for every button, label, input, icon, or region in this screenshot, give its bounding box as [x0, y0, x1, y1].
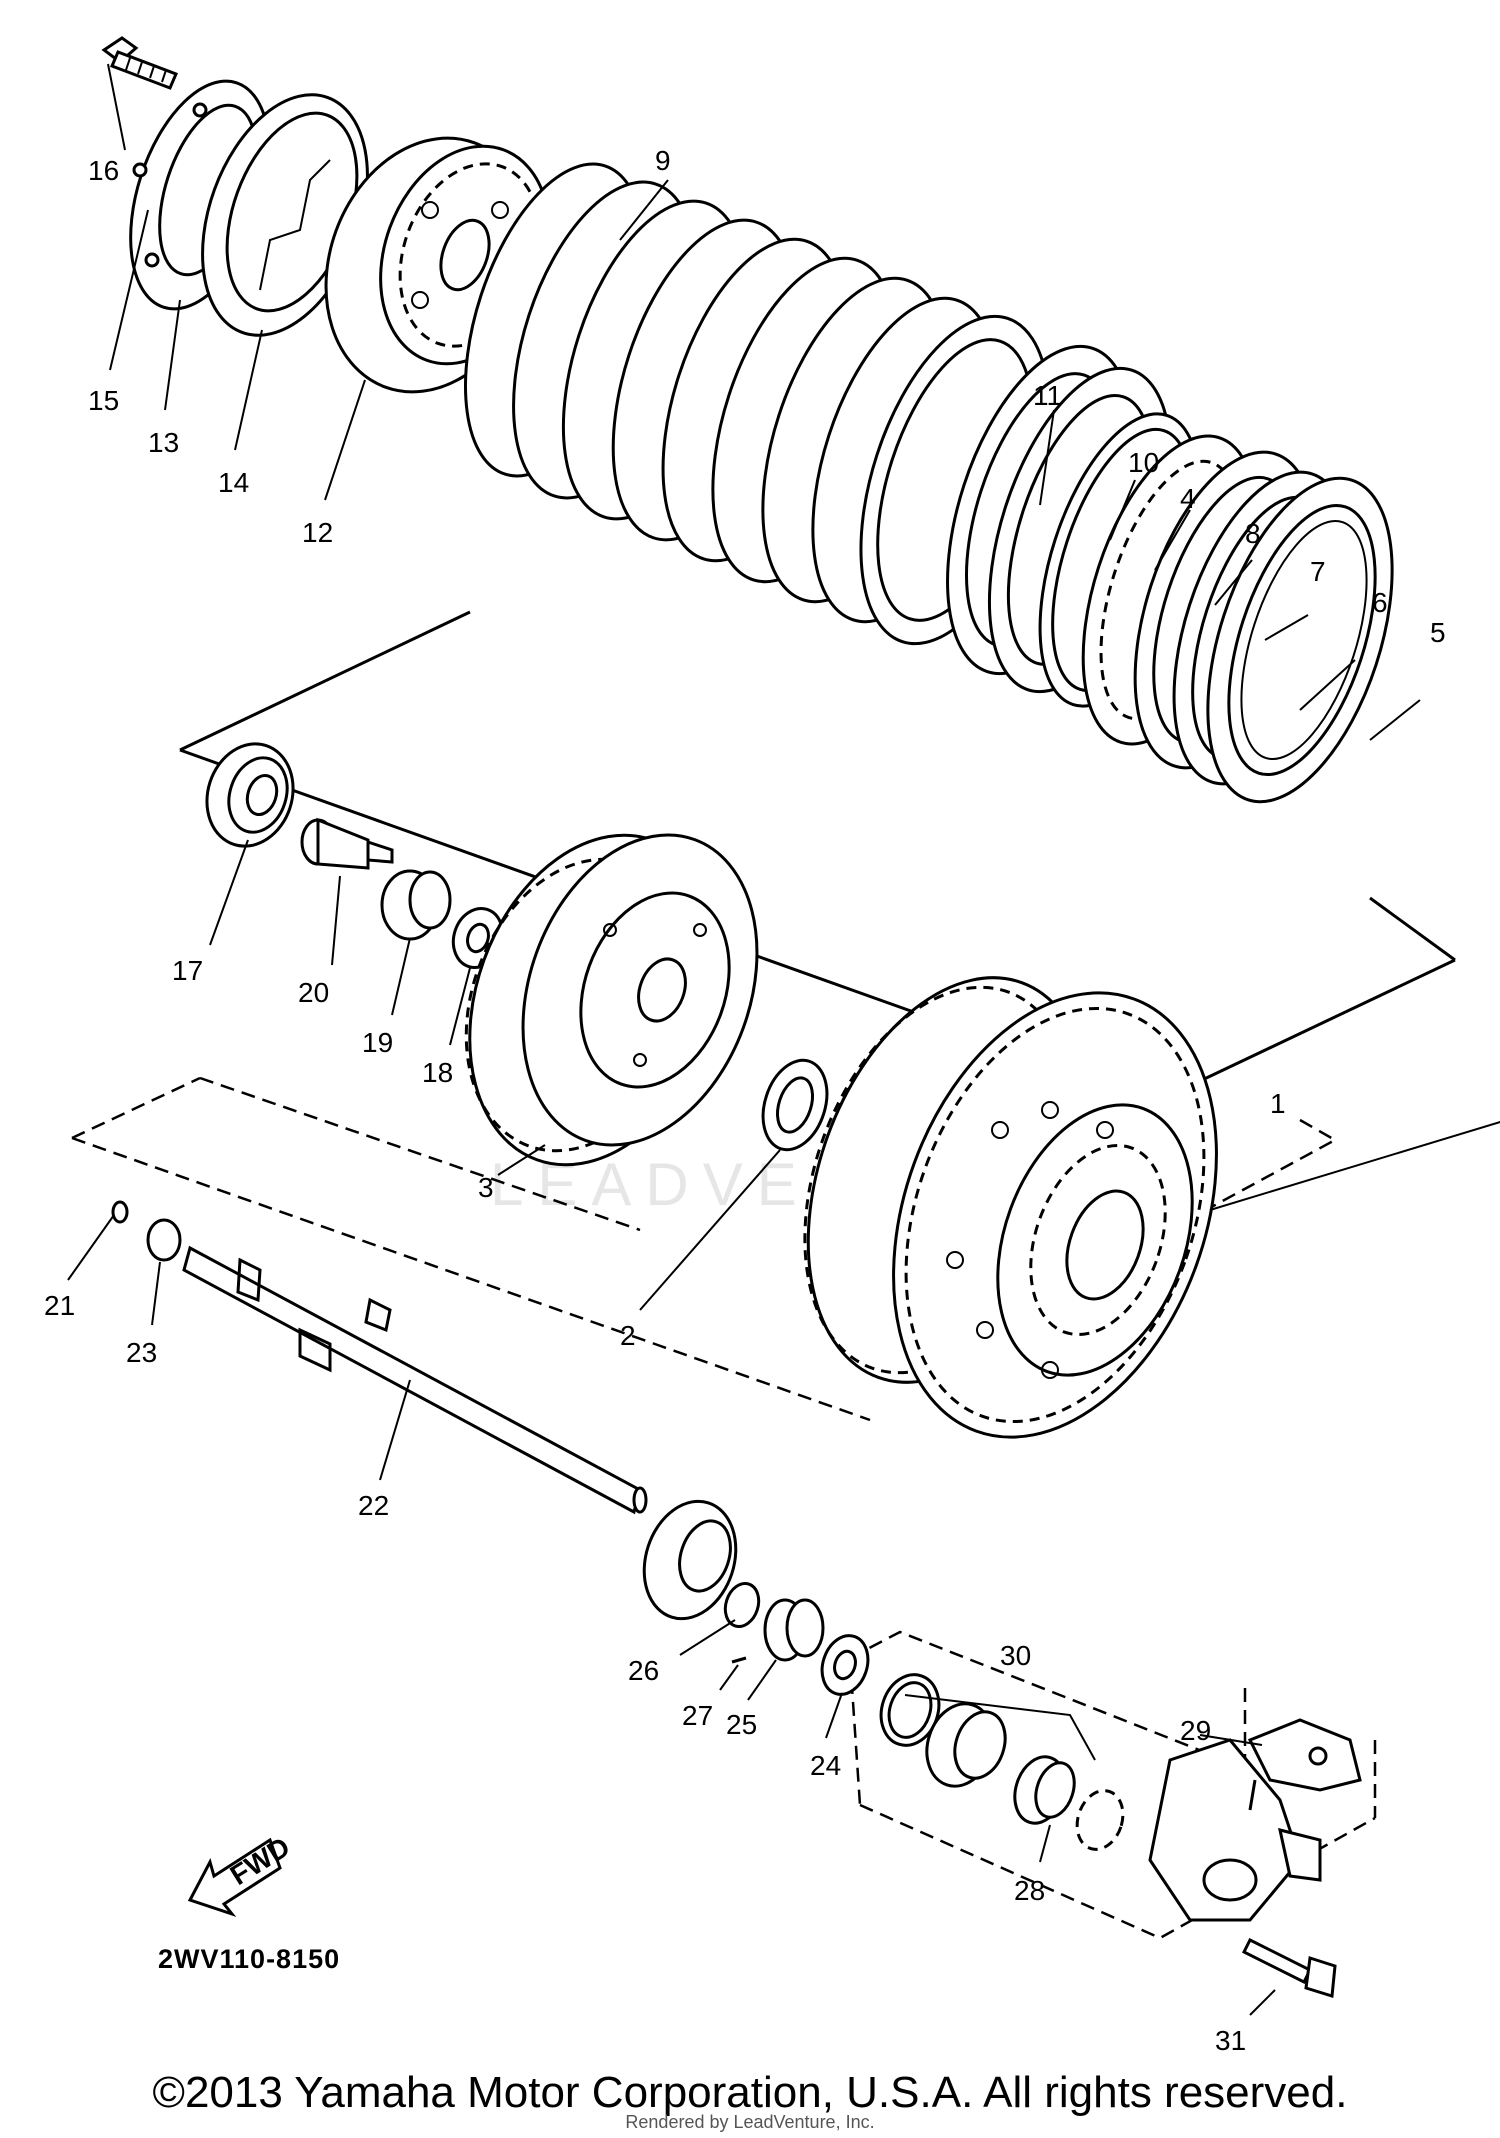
callout-25: 25 — [726, 1709, 757, 1740]
part-3-clutch-boss — [464, 833, 759, 1167]
callout-labels: 1 2 3 4 5 6 7 8 9 10 11 12 13 14 15 16 1… — [44, 145, 1446, 2056]
callout-16: 16 — [88, 155, 119, 186]
part-29-bracket — [1247, 1718, 1362, 1811]
rendered-by-credit: Rendered by LeadVenture, Inc. — [625, 2112, 875, 2132]
part-23-ball — [146, 1218, 182, 1262]
part-28-release-housing — [1148, 1738, 1322, 1922]
callout-9: 9 — [655, 145, 671, 176]
callout-27: 27 — [682, 1700, 713, 1731]
callout-29: 29 — [1180, 1715, 1211, 1746]
callout-12: 12 — [302, 517, 333, 548]
callout-26: 26 — [628, 1655, 659, 1686]
callout-28: 28 — [1014, 1875, 1045, 1906]
part-5-cushion-ring — [1206, 476, 1394, 804]
leader-lines — [67, 63, 1500, 2016]
callout-20: 20 — [298, 977, 329, 1008]
part-21-circlip — [111, 1200, 129, 1224]
diagram-code: 2WV110-8150 — [158, 1944, 340, 1974]
callout-18: 18 — [422, 1057, 453, 1088]
callout-6: 6 — [1372, 587, 1388, 618]
fwd-arrow-icon: FWD — [187, 1831, 295, 1918]
part-25-piston — [763, 1598, 825, 1662]
part-17-bearing — [205, 742, 295, 848]
callout-15: 15 — [88, 385, 119, 416]
callout-13: 13 — [148, 427, 179, 458]
callout-21: 21 — [44, 1290, 75, 1321]
part-31-bolt — [1241, 1937, 1337, 1998]
callout-11: 11 — [1033, 380, 1062, 411]
callout-31: 31 — [1215, 2025, 1246, 2056]
part-2-thrust-washer — [761, 1058, 829, 1152]
callout-17: 17 — [172, 955, 203, 986]
callout-1: 1 — [1270, 1088, 1286, 1119]
part-27-pin — [731, 1656, 747, 1664]
callout-8: 8 — [1245, 518, 1261, 549]
callout-24: 24 — [810, 1750, 841, 1781]
part-26-o-ring — [723, 1582, 761, 1628]
callout-10: 10 — [1128, 447, 1159, 478]
part-19-bushing — [380, 869, 452, 941]
callout-7: 7 — [1310, 556, 1326, 587]
callout-22: 22 — [358, 1490, 389, 1521]
callout-4: 4 — [1180, 483, 1196, 514]
callout-2: 2 — [620, 1320, 636, 1351]
callout-30: 30 — [1000, 1640, 1031, 1671]
part-16-bolt — [101, 36, 178, 90]
part-24-seal — [820, 1634, 870, 1696]
part-22-push-rod-shaft — [182, 1245, 648, 1515]
callout-19: 19 — [362, 1027, 393, 1058]
copyright-notice: ©2013 Yamaha Motor Corporation, U.S.A. A… — [152, 2068, 1348, 2117]
part-1-clutch-housing — [803, 976, 1218, 1439]
callout-5: 5 — [1430, 617, 1446, 648]
callout-23: 23 — [126, 1337, 157, 1368]
part-bearing-lower — [642, 1499, 738, 1621]
part-30-release-kit — [879, 1673, 1125, 1851]
callout-3: 3 — [478, 1172, 494, 1203]
part-20-push-rod — [300, 817, 394, 870]
callout-14: 14 — [218, 467, 249, 498]
